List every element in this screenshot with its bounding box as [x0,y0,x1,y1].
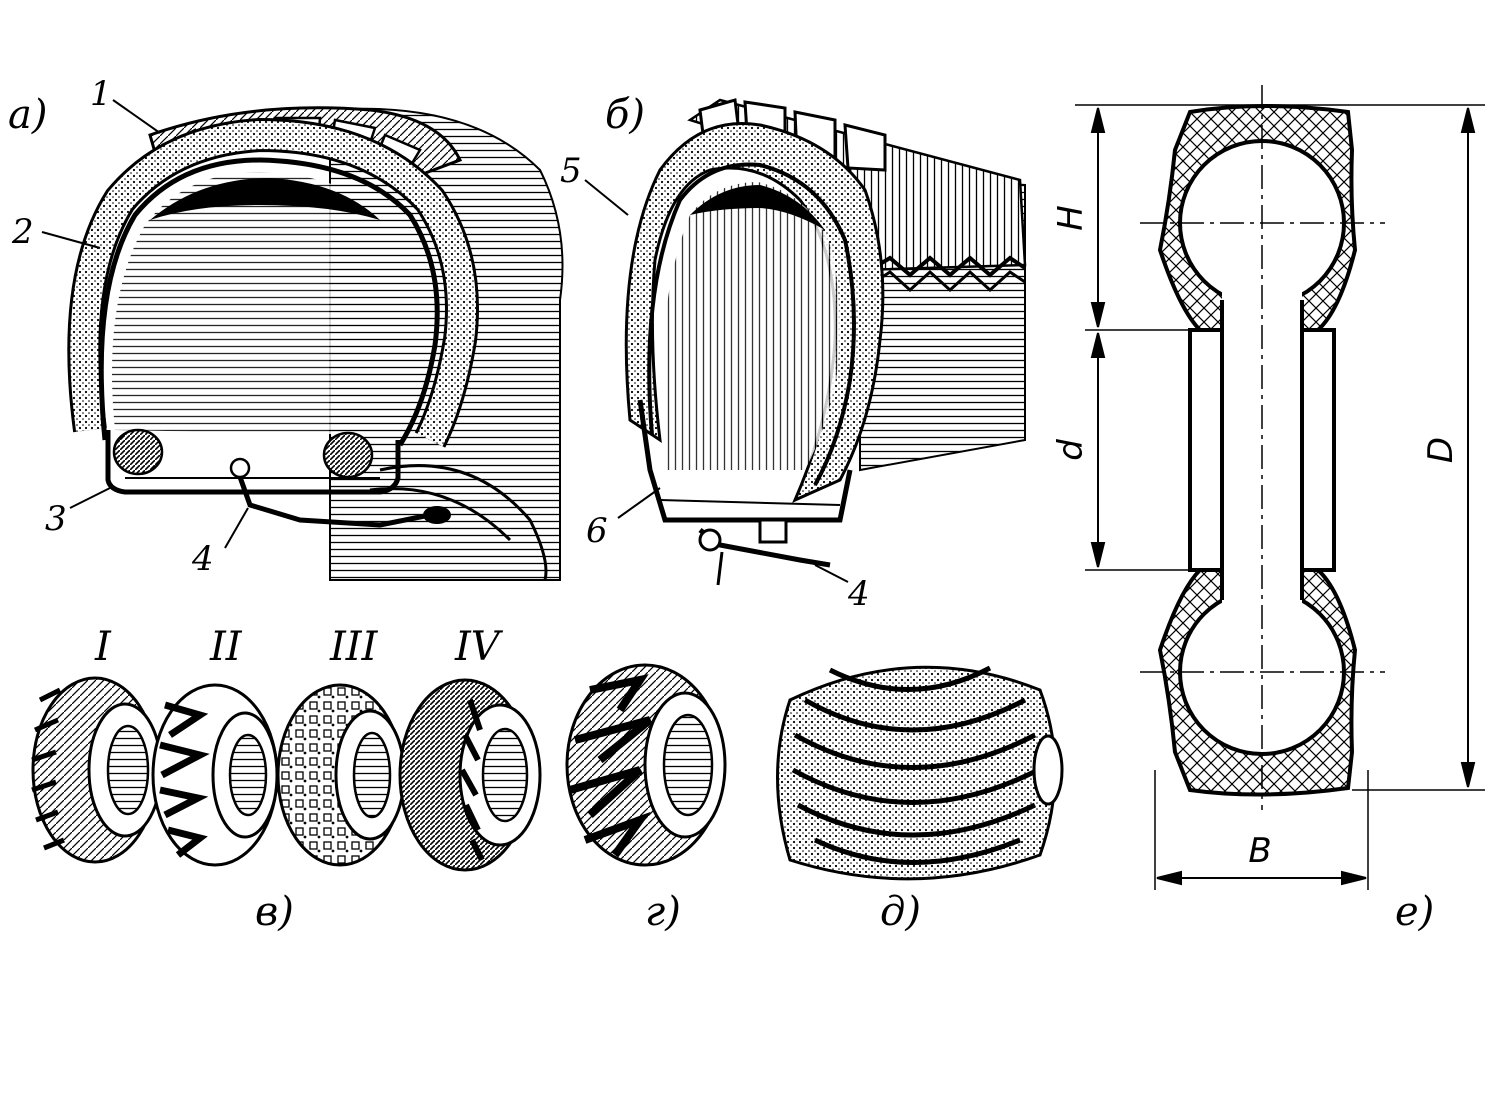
callout-2: 2 [11,212,34,252]
label-panel-a: а) [8,92,47,138]
tire-type-label-iii: III [329,624,379,670]
dimension-h: H [1051,205,1091,231]
callout-5: 5 [560,151,582,191]
tire-type-i [31,676,163,864]
callout-3: 3 [45,499,67,539]
tire-type-label-iv: IV [454,624,504,670]
panel-e-tire-profile [1075,85,1485,890]
panel-b-tubeless-tire [584,98,1027,586]
dimension-b: B [1248,831,1271,871]
dimension-d-large: D [1421,437,1461,463]
panel-v-tread-types [31,676,542,872]
callout-4-left: 4 [191,539,214,579]
panel-d-wide-tire [776,665,1064,881]
label-panel-v: в) [255,889,294,935]
tire-type-label-ii: II [209,624,243,670]
tire-type-label-i: I [94,624,112,670]
panel-g-arched-tire [565,663,727,867]
label-panel-b: б) [605,92,645,138]
callout-4-right: 4 [847,574,870,614]
label-panel-g: г) [645,889,681,935]
tire-type-iv [398,678,542,872]
tire-type-ii [151,683,279,867]
panel-a-tube-tire [41,99,564,581]
label-panel-e: е) [1395,889,1434,935]
dimension-d-small: d [1051,439,1091,461]
labels: а) б) в) г) д) е) 1 2 3 4 5 6 4 I II III… [8,74,1461,935]
callout-1: 1 [90,74,112,114]
label-panel-d: д) [880,889,921,935]
callout-6: 6 [586,511,608,551]
tire-type-iii [276,683,406,867]
